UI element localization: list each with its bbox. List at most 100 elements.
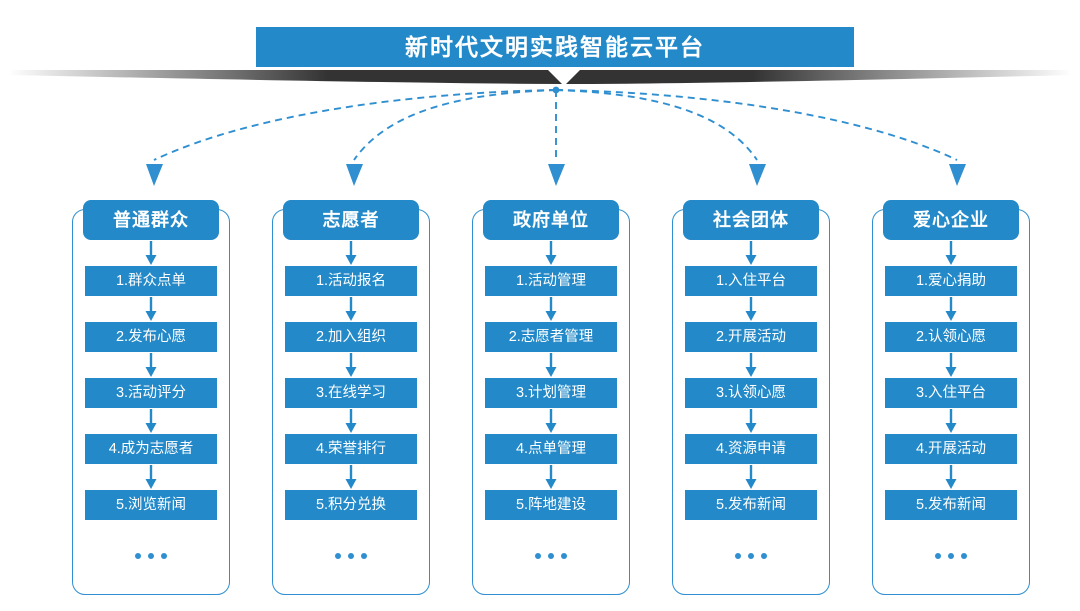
- down-arrow-icon: [345, 409, 357, 433]
- banner-shadow-band: [8, 70, 1072, 86]
- column-header-label: 志愿者: [322, 210, 380, 230]
- step-item[interactable]: 4.开展活动: [885, 434, 1017, 464]
- column-header-3[interactable]: 社会团体: [683, 200, 819, 240]
- down-arrow-icon: [545, 465, 557, 489]
- down-arrow-icon: [545, 409, 557, 433]
- step-connector: [485, 352, 617, 378]
- column-header-label: 普通群众: [113, 210, 189, 230]
- platform-title-banner: 新时代文明实践智能云平台: [256, 27, 854, 67]
- down-arrow-icon: [545, 297, 557, 321]
- column-header-1[interactable]: 志愿者: [283, 200, 419, 240]
- step-item[interactable]: 3.活动评分: [85, 378, 217, 408]
- step-item[interactable]: 1.活动管理: [485, 266, 617, 296]
- step-item[interactable]: 1.群众点单: [85, 266, 217, 296]
- step-connector: [285, 408, 417, 434]
- step-connector: [685, 352, 817, 378]
- step-item-label: 1.爱心捐助: [915, 272, 987, 289]
- step-item-label: 3.计划管理: [515, 384, 587, 401]
- step-item[interactable]: 4.成为志愿者: [85, 434, 217, 464]
- step-item[interactable]: 2.加入组织: [285, 322, 417, 352]
- step-item-label: 4.开展活动: [915, 440, 987, 457]
- step-item[interactable]: 3.在线学习: [285, 378, 417, 408]
- step-item[interactable]: 5.发布新闻: [685, 490, 817, 520]
- step-item[interactable]: 3.入住平台: [885, 378, 1017, 408]
- step-item[interactable]: 2.开展活动: [685, 322, 817, 352]
- step-item-label: 2.发布心愿: [115, 328, 187, 345]
- down-arrow-icon: [145, 297, 157, 321]
- ellipsis-dot: [361, 553, 367, 559]
- down-arrow-icon: [145, 241, 157, 265]
- more-items-ellipsis: [885, 536, 1017, 576]
- step-item[interactable]: 5.积分兑换: [285, 490, 417, 520]
- step-item[interactable]: 3.计划管理: [485, 378, 617, 408]
- step-item-label: 3.认领心愿: [715, 384, 787, 401]
- step-connector: [685, 408, 817, 434]
- fan-line-4: [555, 89, 758, 161]
- step-item-label: 5.阵地建设: [515, 496, 587, 513]
- step-item[interactable]: 2.志愿者管理: [485, 322, 617, 352]
- step-connector: [685, 240, 817, 266]
- step-item-label: 5.浏览新闻: [115, 496, 187, 513]
- down-arrow-icon: [545, 241, 557, 265]
- step-connector: [485, 408, 617, 434]
- step-item-label: 2.认领心愿: [915, 328, 987, 345]
- down-arrow-icon: [145, 409, 157, 433]
- step-item[interactable]: 2.发布心愿: [85, 322, 217, 352]
- step-connector: [885, 408, 1017, 434]
- down-arrow-icon: [745, 465, 757, 489]
- step-connector: [485, 464, 617, 490]
- step-item[interactable]: 5.阵地建设: [485, 490, 617, 520]
- step-item[interactable]: 3.认领心愿: [685, 378, 817, 408]
- step-item[interactable]: 4.荣誉排行: [285, 434, 417, 464]
- fan-arrowhead-1: [146, 164, 163, 186]
- down-arrow-icon: [745, 409, 757, 433]
- step-item-label: 2.志愿者管理: [508, 328, 594, 345]
- down-arrow-icon: [945, 353, 957, 377]
- step-item[interactable]: 1.爱心捐助: [885, 266, 1017, 296]
- step-connector: [285, 464, 417, 490]
- down-arrow-icon: [345, 241, 357, 265]
- column-header-0[interactable]: 普通群众: [83, 200, 219, 240]
- ellipsis-dot: [735, 553, 741, 559]
- step-connector: [85, 240, 217, 266]
- down-arrow-icon: [145, 465, 157, 489]
- down-arrow-icon: [545, 353, 557, 377]
- step-item-label: 3.活动评分: [115, 384, 187, 401]
- down-arrow-icon: [945, 465, 957, 489]
- step-item-label: 2.加入组织: [315, 328, 387, 345]
- step-connector: [485, 240, 617, 266]
- down-arrow-icon: [145, 353, 157, 377]
- step-item[interactable]: 5.浏览新闻: [85, 490, 217, 520]
- step-connector: [285, 296, 417, 322]
- step-connector: [85, 464, 217, 490]
- role-columns: 普通群众 1.群众点单 2.发布心愿 3.活动评分: [72, 200, 1032, 595]
- step-item-label: 1.活动报名: [315, 272, 387, 289]
- ellipsis-dot: [761, 553, 767, 559]
- column-header-label: 政府单位: [513, 210, 589, 230]
- step-item[interactable]: 5.发布新闻: [885, 490, 1017, 520]
- column-body: 1.爱心捐助 2.认领心愿 3.入住平台 4.开展活动 5.发布新闻: [885, 240, 1017, 595]
- column-header-4[interactable]: 爱心企业: [883, 200, 1019, 240]
- ellipsis-dot: [948, 553, 954, 559]
- step-item[interactable]: 1.活动报名: [285, 266, 417, 296]
- step-item[interactable]: 4.资源申请: [685, 434, 817, 464]
- down-arrow-icon: [345, 297, 357, 321]
- step-item[interactable]: 4.点单管理: [485, 434, 617, 464]
- page-title: 新时代文明实践智能云平台: [405, 33, 705, 60]
- fan-arrowhead-3: [548, 164, 565, 186]
- down-arrow-icon: [945, 297, 957, 321]
- role-column-3: 社会团体 1.入住平台 2.开展活动 3.认领心愿 4.资源申请: [672, 200, 830, 595]
- step-item[interactable]: 1.入住平台: [685, 266, 817, 296]
- ellipsis-dot: [935, 553, 941, 559]
- step-item-label: 1.活动管理: [515, 272, 587, 289]
- step-connector: [685, 464, 817, 490]
- step-item-label: 1.入住平台: [715, 272, 787, 289]
- ellipsis-dot: [135, 553, 141, 559]
- column-header-2[interactable]: 政府单位: [483, 200, 619, 240]
- ellipsis-dot: [348, 553, 354, 559]
- ellipsis-dot: [548, 553, 554, 559]
- step-item[interactable]: 2.认领心愿: [885, 322, 1017, 352]
- step-connector: [285, 352, 417, 378]
- step-item-label: 2.开展活动: [715, 328, 787, 345]
- step-item-label: 4.成为志愿者: [108, 440, 194, 457]
